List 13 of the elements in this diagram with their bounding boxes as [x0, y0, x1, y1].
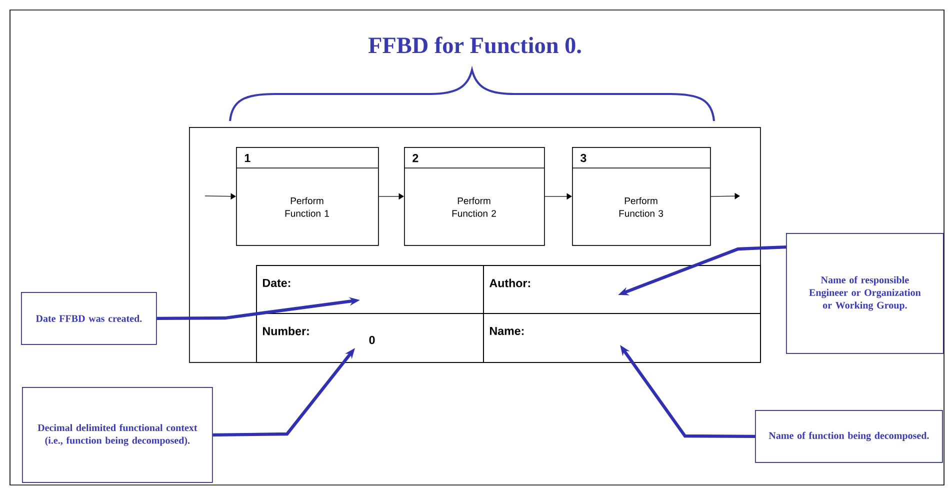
table-cell: Name:: [483, 313, 761, 363]
frame-box: [189, 127, 761, 363]
function-box: 3 Perform Function 3: [572, 147, 711, 246]
title: FFBD for Function 0.: [368, 36, 581, 54]
callout-box: Date FFBD was created.: [21, 292, 157, 345]
function-box: 2 Perform Function 2: [404, 147, 545, 246]
callout-box: Name of responsible Engineer or Organization or Working Group.: [786, 233, 944, 354]
table-cell: Date:: [256, 265, 484, 314]
callout-box: Decimal delimited functional context (i.e., function being decomposed).: [22, 387, 213, 483]
function-box: 1 Perform Function 1: [236, 147, 379, 246]
table-cell: Author:: [483, 265, 761, 314]
callout-box: Name of function being decomposed.: [755, 410, 943, 463]
table-cell: Number: 0: [256, 313, 484, 363]
